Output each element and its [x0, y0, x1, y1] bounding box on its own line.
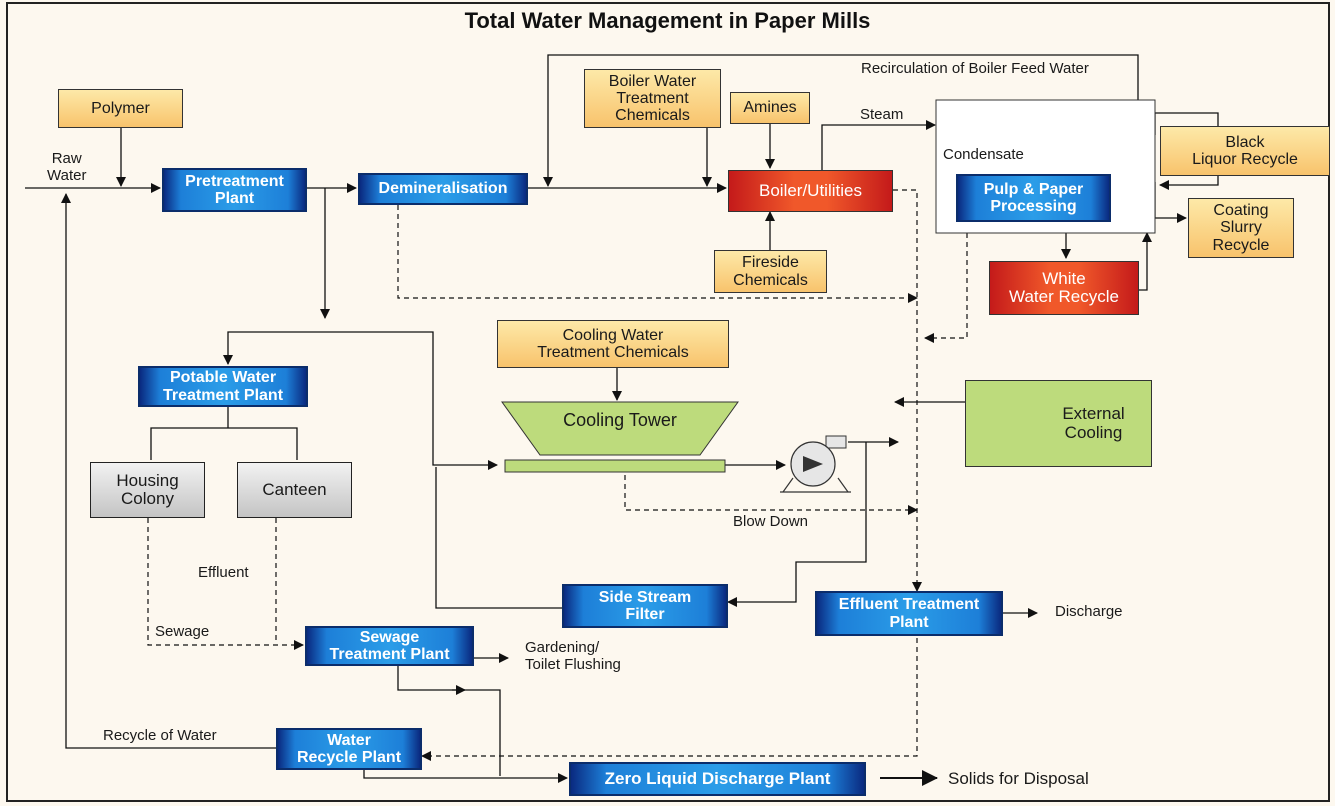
- housing-colony: Housing Colony: [90, 462, 205, 518]
- dash-demin-etp: [397, 205, 918, 303]
- flow-to-coating: [1154, 182, 1187, 223]
- external-cooling: External Cooling: [965, 380, 1152, 467]
- flow-zld-join: [452, 689, 501, 776]
- label-gardening: Gardening/ Toilet Flushing: [525, 639, 621, 673]
- flow-steam: [821, 120, 936, 170]
- demineralisation: Demineralisation: [358, 173, 528, 205]
- flow-black-back: [1159, 176, 1219, 190]
- dash-blowdown: [624, 475, 918, 515]
- flow-to-tower-line: [325, 331, 498, 470]
- flow-to-potable: [223, 331, 325, 365]
- cooling-basin: [504, 459, 726, 473]
- sewage-treatment-plant: Sewage Treatment Plant: [305, 626, 474, 666]
- canteen: Canteen: [237, 462, 352, 518]
- flow-white-back: [1139, 232, 1152, 291]
- boiler-water-treatment-chemicals: Boiler Water Treatment Chemicals: [584, 69, 721, 128]
- flow-stp-down: [397, 666, 466, 695]
- polymer-box: Polymer: [58, 89, 183, 128]
- label-effluent: Effluent: [198, 564, 249, 581]
- cooling-tower-label: Cooling Tower: [563, 410, 677, 431]
- dash-etp-wrp: [421, 638, 918, 761]
- black-liquor-recycle: Black Liquor Recycle: [1160, 126, 1330, 176]
- pump-icon: [780, 435, 851, 493]
- flow-potable-split: [150, 407, 298, 460]
- dash-housing-stp: [147, 518, 304, 650]
- pulp-paper-processing: Pulp & Paper Processing: [956, 174, 1111, 222]
- flow-recycle-water: [61, 193, 276, 749]
- label-condensate: Condensate: [943, 146, 1024, 163]
- flow-pump-to-side: [727, 442, 867, 607]
- label-raw-water: Raw Water: [47, 150, 87, 184]
- cooling-tower-shape: [501, 401, 739, 456]
- boiler-utilities: Boiler/Utilities: [728, 170, 893, 212]
- coating-slurry-recycle: Coating Slurry Recycle: [1188, 198, 1294, 258]
- label-discharge: Discharge: [1055, 603, 1123, 620]
- zero-liquid-discharge-plant: Zero Liquid Discharge Plant: [569, 762, 866, 796]
- potable-water-treatment-plant: Potable Water Treatment Plant: [138, 366, 308, 407]
- dash-boiler-etp: [893, 189, 922, 592]
- label-recirculation: Recirculation of Boiler Feed Water: [861, 60, 1089, 77]
- diagram-title: Total Water Management in Paper Mills: [464, 8, 871, 33]
- label-sewage: Sewage: [155, 623, 210, 640]
- dash-pulp-etp: [924, 233, 968, 343]
- cooling-water-treatment-chemicals: Cooling Water Treatment Chemicals: [497, 320, 729, 368]
- amines-box: Amines: [730, 92, 810, 124]
- flow-side-back: [435, 467, 562, 609]
- effluent-treatment-plant: Effluent Treatment Plant: [815, 591, 1003, 636]
- pretreatment-plant: Pretreatment Plant: [162, 168, 307, 212]
- side-stream-filter: Side Stream Filter: [562, 584, 728, 628]
- label-steam: Steam: [860, 106, 904, 123]
- external-cooling-label: External Cooling: [1062, 404, 1125, 442]
- fireside-chemicals: Fireside Chemicals: [714, 250, 827, 293]
- frame-border: [6, 2, 1330, 802]
- white-water-recycle: White Water Recycle: [989, 261, 1139, 315]
- label-blow-down: Blow Down: [733, 513, 809, 530]
- label-solids-disposal: Solids for Disposal: [948, 769, 1089, 788]
- label-recycle-of-water: Recycle of Water: [103, 727, 217, 744]
- water-recycle-plant: Water Recycle Plant: [276, 728, 422, 770]
